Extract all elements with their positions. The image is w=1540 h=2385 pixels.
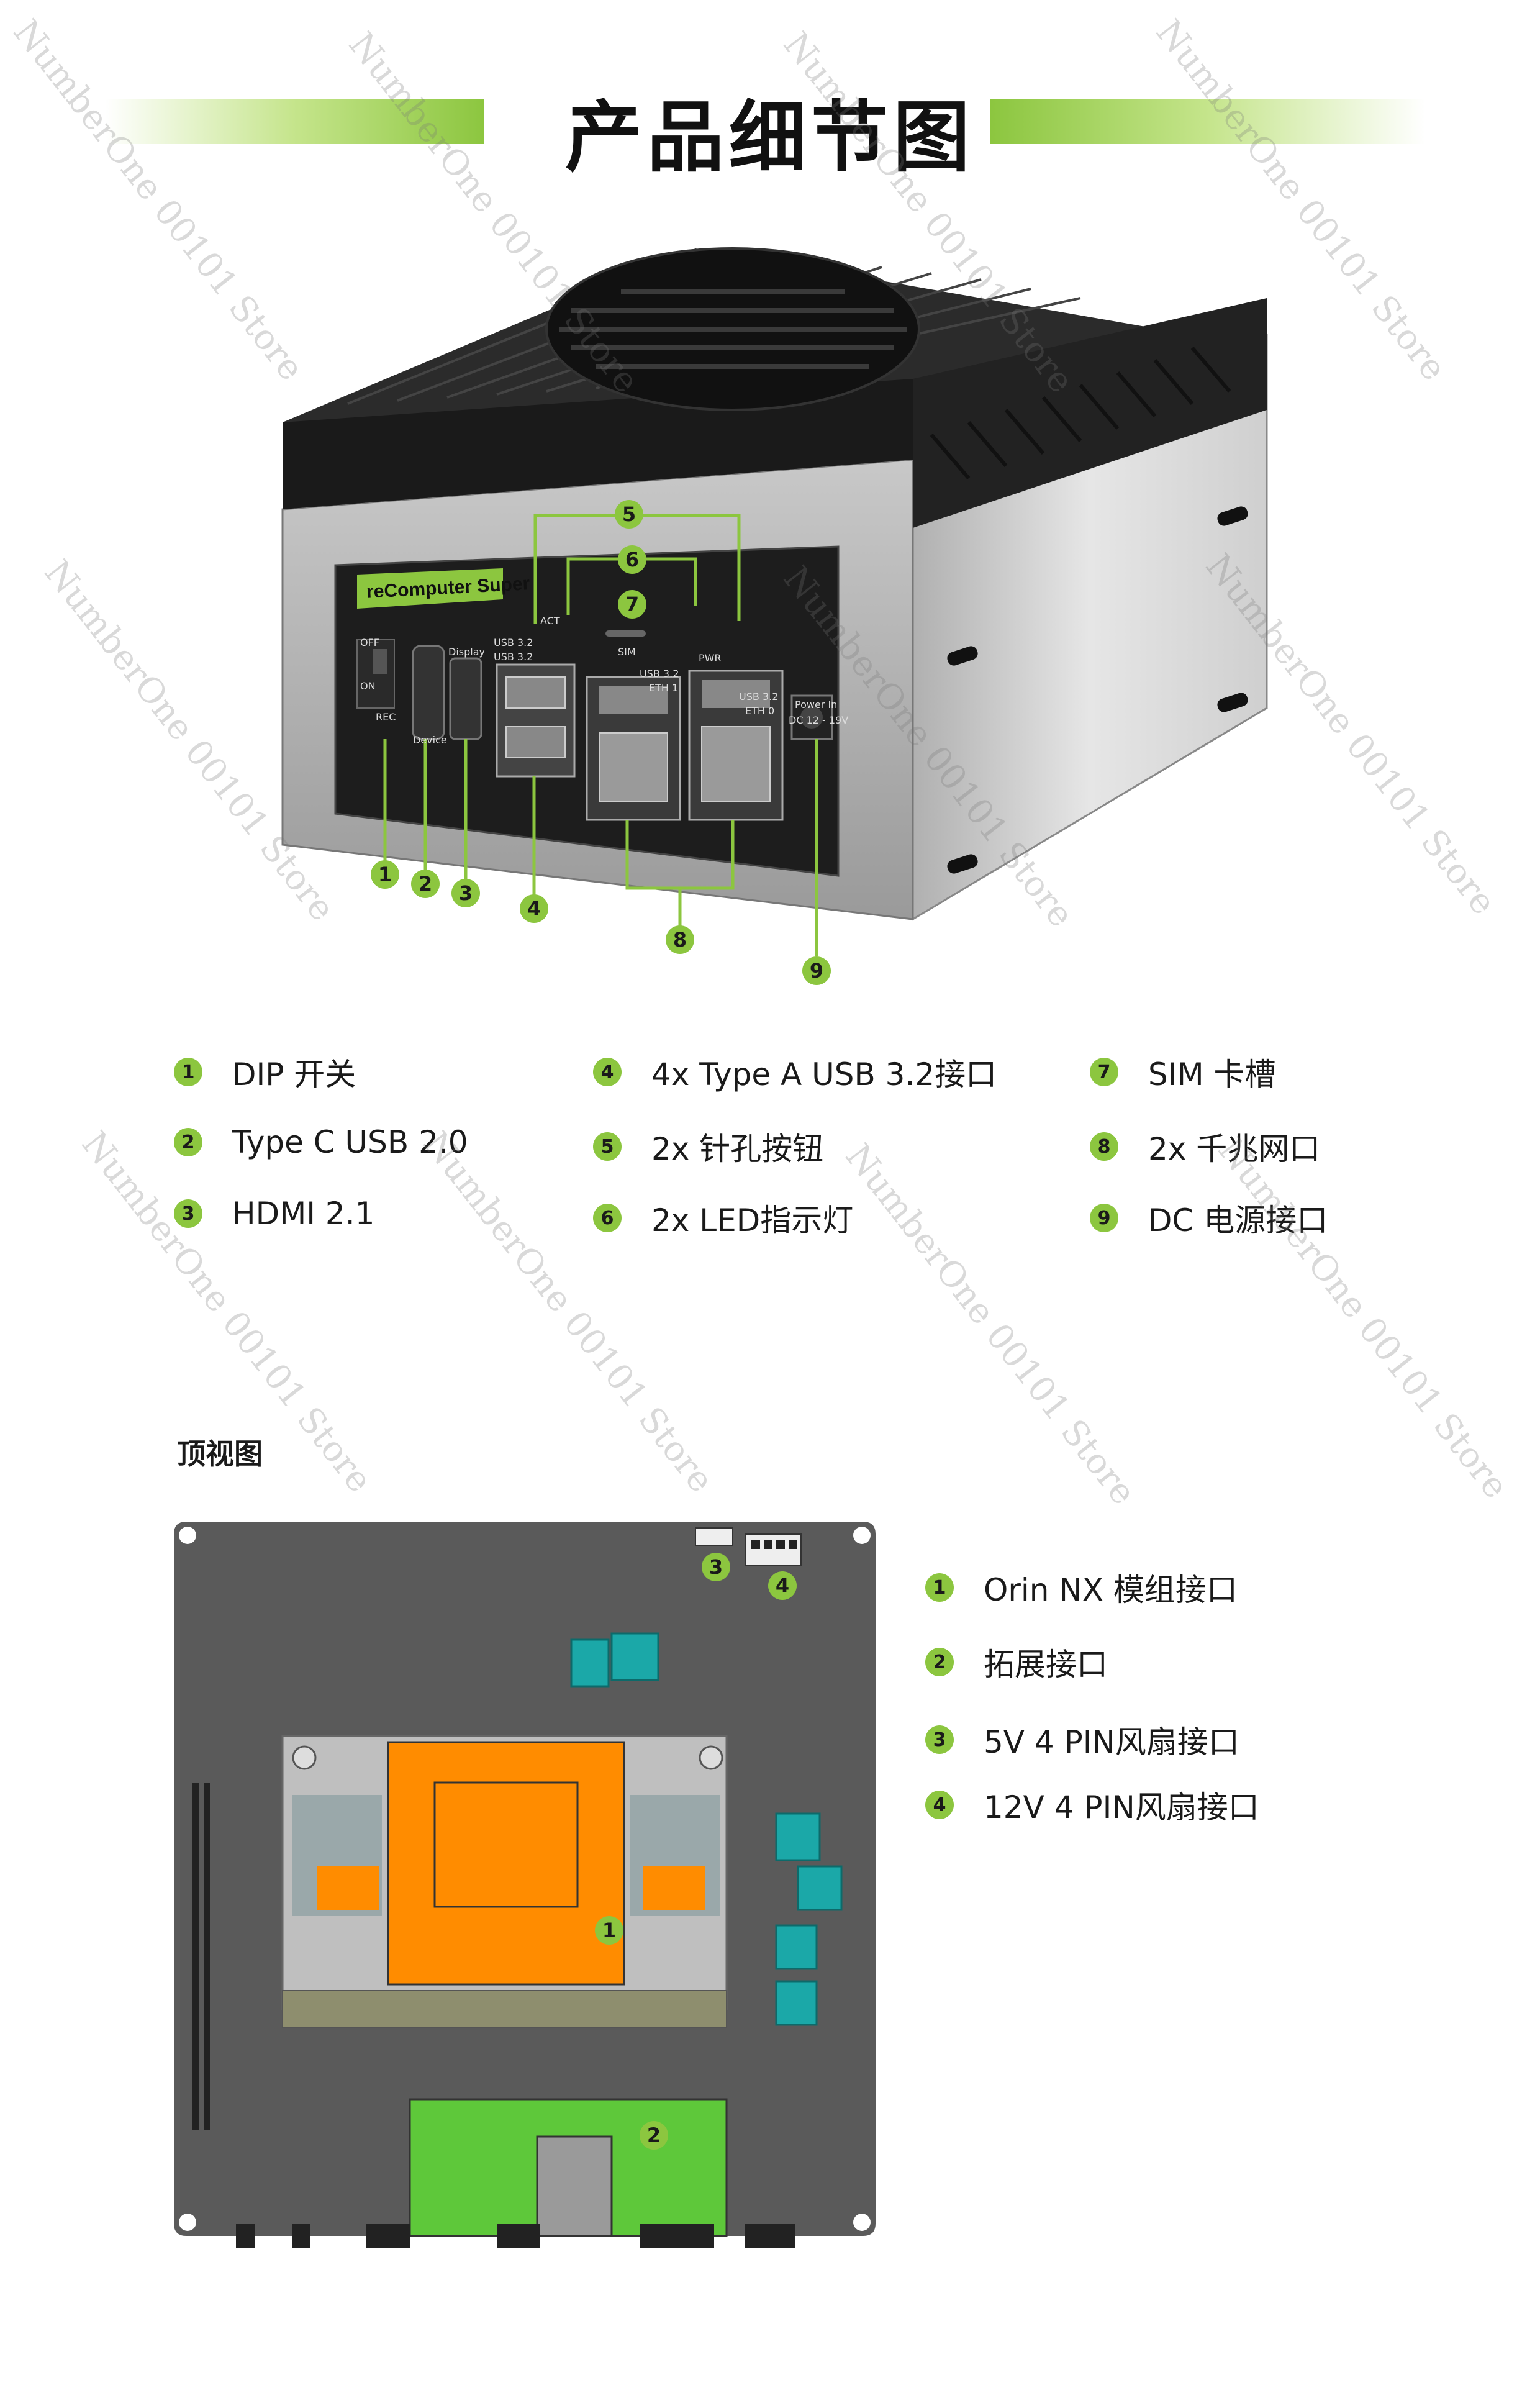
legend-text: 拓展接口: [984, 1647, 1108, 1683]
label-power-spec: DC 12 - 19V: [789, 714, 849, 726]
callout-7: 7: [618, 590, 646, 619]
legend-badge: 4: [593, 1058, 622, 1086]
title-decor-right: [990, 99, 1425, 144]
legend-item: 5 2x 针孔按钮: [593, 1124, 823, 1169]
legend-text: DIP 开关: [232, 1056, 356, 1093]
label-sim: SIM: [618, 646, 636, 658]
board-legend-item: 3 5V 4 PIN风扇接口: [925, 1717, 1239, 1762]
callout-5: 5: [615, 500, 643, 529]
title-decor-left: [106, 99, 484, 144]
legend-item: 8 2x 千兆网口: [1090, 1124, 1320, 1169]
label-act: ACT: [540, 615, 560, 627]
label-rec: REC: [376, 711, 396, 723]
watermark: NumberOne 00101 Store: [415, 1124, 722, 1501]
legend-text: DC 电源接口: [1148, 1202, 1328, 1238]
legend-text: 12V 4 PIN风扇接口: [984, 1789, 1259, 1825]
legend-text: 2x 针孔按钮: [651, 1131, 824, 1167]
board-callout-1: 1: [595, 1916, 623, 1945]
board-legend-item: 1 Orin NX 模组接口: [925, 1565, 1238, 1610]
legend-item: 7 SIM 卡槽: [1090, 1050, 1276, 1094]
label-off: OFF: [360, 637, 379, 648]
label-on: ON: [360, 680, 376, 692]
callout-8: 8: [666, 925, 694, 954]
board-top-view: [174, 1522, 876, 2248]
label-device: Device: [413, 734, 447, 746]
legend-text: Type C USB 2.0: [232, 1124, 468, 1160]
label-eth0-usb: USB 3.2: [739, 691, 779, 702]
label-eth0: ETH 0: [745, 705, 775, 717]
legend-badge: 3: [174, 1199, 202, 1228]
legend-item: 9 DC 电源接口: [1090, 1196, 1328, 1240]
legend-badge: 6: [593, 1204, 622, 1232]
callout-3: 3: [451, 879, 480, 907]
legend-badge: 7: [1090, 1058, 1118, 1086]
board-legend-item: 2 拓展接口: [925, 1640, 1108, 1684]
legend-badge: 4: [925, 1791, 954, 1819]
device-illustration: [281, 247, 1268, 956]
legend-text: 5V 4 PIN风扇接口: [984, 1724, 1239, 1760]
legend-text: Orin NX 模组接口: [984, 1572, 1238, 1608]
legend-badge: 5: [593, 1132, 622, 1161]
legend-text: 2x 千兆网口: [1148, 1131, 1321, 1167]
legend-item: 3 HDMI 2.1: [174, 1196, 374, 1232]
page-title: 产品细节图: [564, 93, 975, 183]
legend-item: 2 Type C USB 2.0: [174, 1124, 468, 1160]
callout-2: 2: [411, 870, 440, 898]
board-callout-4: 4: [768, 1571, 797, 1600]
callout-4: 4: [520, 894, 548, 923]
legend-badge: 1: [925, 1573, 954, 1602]
legend-badge: 8: [1090, 1132, 1118, 1161]
label-display: Display: [448, 646, 485, 658]
legend-badge: 2: [174, 1128, 202, 1156]
legend-text: 2x LED指示灯: [651, 1202, 854, 1238]
label-usb-b: USB 3.2: [494, 651, 533, 663]
callout-6: 6: [618, 545, 646, 574]
label-power-in: Power In: [795, 699, 838, 711]
legend-item: 4 4x Type A USB 3.2接口: [593, 1050, 997, 1094]
board-callout-3: 3: [702, 1553, 730, 1581]
legend-badge: 3: [925, 1725, 954, 1754]
legend-text: 4x Type A USB 3.2接口: [651, 1056, 997, 1093]
legend-badge: 9: [1090, 1204, 1118, 1232]
legend-item: 6 2x LED指示灯: [593, 1196, 853, 1240]
legend-text: HDMI 2.1: [232, 1196, 375, 1232]
label-eth1-usb: USB 3.2: [640, 668, 679, 679]
legend-text: SIM 卡槽: [1148, 1056, 1276, 1093]
legend-badge: 2: [925, 1648, 954, 1676]
watermark: NumberOne 00101 Store: [1210, 1130, 1516, 1507]
legend-item: 1 DIP 开关: [174, 1050, 356, 1094]
board-legend-item: 4 12V 4 PIN风扇接口: [925, 1783, 1259, 1827]
top-view-label: 顶视图: [177, 1437, 263, 1471]
callout-1: 1: [371, 860, 399, 889]
label-usb-a: USB 3.2: [494, 637, 533, 648]
label-eth1: ETH 1: [649, 682, 679, 694]
legend-badge: 1: [174, 1058, 202, 1086]
board-callout-2: 2: [640, 2121, 668, 2150]
callout-9: 9: [802, 956, 831, 985]
watermark: NumberOne 00101 Store: [837, 1137, 1144, 1513]
label-pwr: PWR: [699, 652, 722, 664]
